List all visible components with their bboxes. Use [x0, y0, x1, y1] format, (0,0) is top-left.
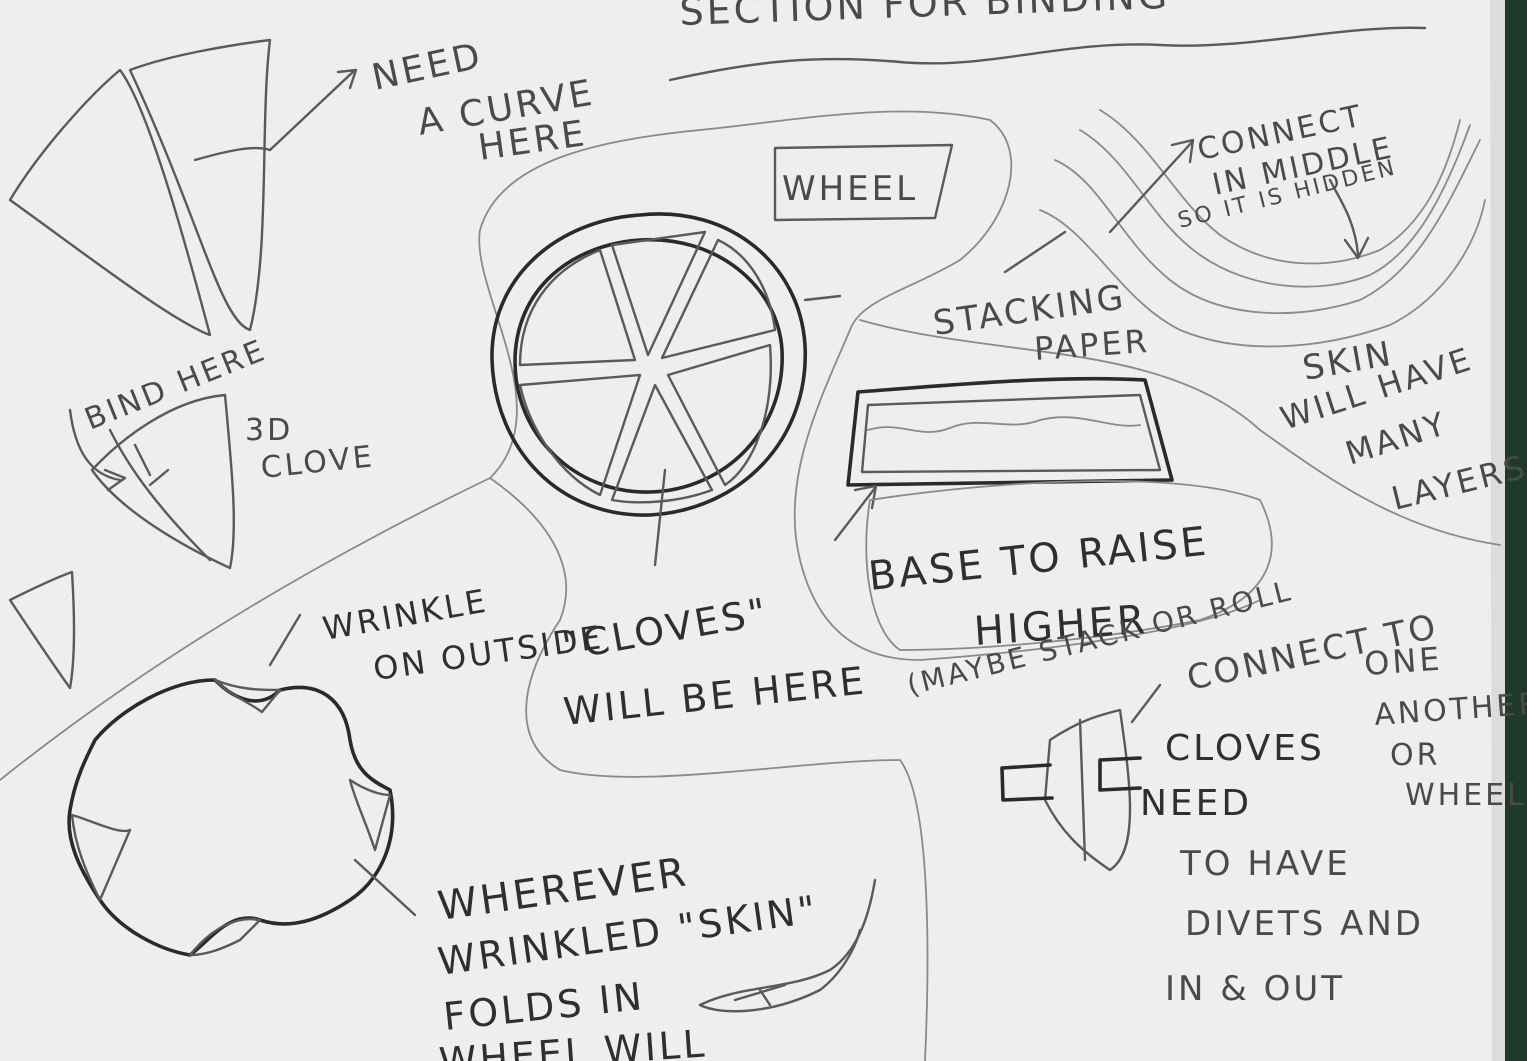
note-cloves-need-1: CLOVES: [1165, 728, 1325, 769]
note-connect-to-4: OR: [1390, 738, 1440, 773]
note-connect-to-2: ONE: [1363, 640, 1444, 683]
note-connect-to-5: WHEEL: [1405, 778, 1527, 813]
note-cloves-need-3: TO HAVE: [1179, 844, 1351, 884]
note-cloves-need-2: NEED: [1140, 783, 1252, 824]
note-cloves-need-5: IN & OUT: [1165, 969, 1345, 1009]
note-cloves-need-4: DIVETS AND: [1185, 904, 1424, 944]
note-clove-3d-1: 3D: [245, 413, 293, 448]
note-wheel-label: WHEEL: [782, 169, 918, 209]
paper-shadow: [1490, 0, 1505, 1061]
note-stacking-2: PAPER: [1033, 322, 1151, 368]
